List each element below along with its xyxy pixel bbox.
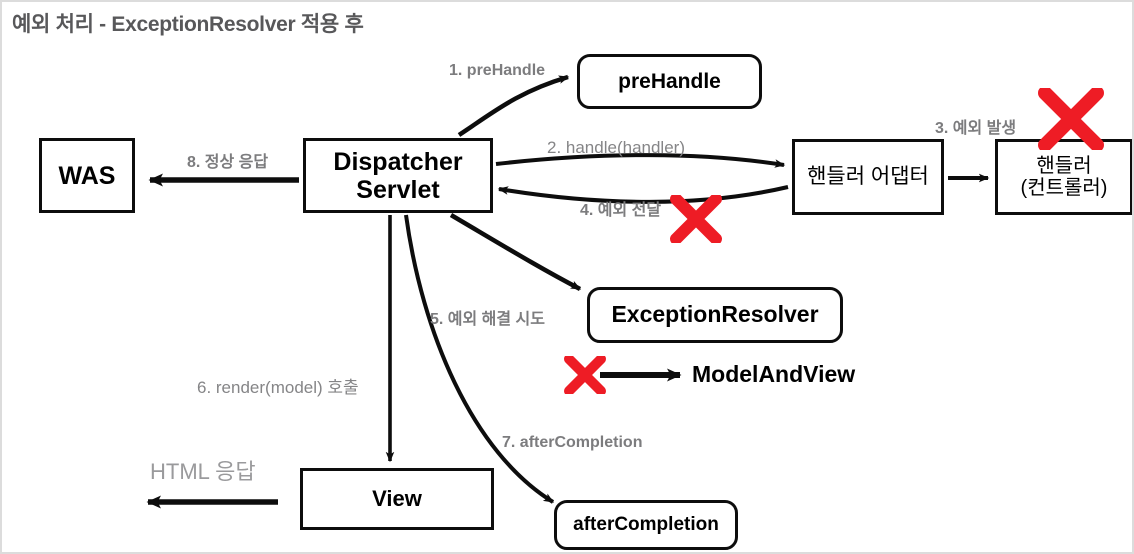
edge-label-step6: 6. render(model) 호출 bbox=[197, 378, 359, 397]
edge-label-step7: 7. afterCompletion bbox=[502, 434, 643, 451]
edge-label-step4: 4. 예외 전달 bbox=[580, 202, 662, 219]
red-x-icon-exception-delivery bbox=[670, 195, 722, 243]
node-view-label: View bbox=[372, 485, 422, 511]
edge-label-html-response: HTML 응답 bbox=[150, 459, 256, 484]
node-was-label: WAS bbox=[58, 161, 116, 190]
node-dispatcher-label-line1: Dispatcher bbox=[333, 147, 463, 176]
node-view[interactable]: View bbox=[300, 468, 494, 530]
node-after-completion[interactable]: afterCompletion bbox=[554, 500, 738, 550]
node-handler-label-line2: (컨트롤러) bbox=[1020, 177, 1108, 199]
node-exception-resolver-label: ExceptionResolver bbox=[611, 301, 819, 328]
node-handler-adapter-label: 핸들러 어댑터 bbox=[807, 165, 929, 189]
node-dispatcher-servlet[interactable]: Dispatcher Servlet bbox=[303, 138, 493, 213]
node-handler-adapter[interactable]: 핸들러 어댑터 bbox=[792, 139, 944, 215]
arrow-dispatcher-to-prehandle bbox=[457, 74, 570, 137]
edge-label-step3: 3. 예외 발생 bbox=[935, 120, 1017, 137]
arrow-dispatcher-to-aftercompletion bbox=[404, 214, 555, 504]
node-model-and-view: ModelAndView bbox=[692, 361, 856, 387]
edge-label-step5: 5. 예외 해결 시도 bbox=[430, 311, 545, 328]
edge-label-step8: 8. 정상 응답 bbox=[187, 154, 269, 171]
node-handler-label-line1: 핸들러 bbox=[1036, 154, 1092, 177]
edge-label-step2: 2. handle(handler) bbox=[547, 138, 685, 157]
node-dispatcher-label-line2: Servlet bbox=[356, 175, 440, 204]
node-prehandle-label: preHandle bbox=[618, 69, 721, 93]
page-title: 예외 처리 - ExceptionResolver 적용 후 bbox=[12, 13, 364, 36]
node-prehandle[interactable]: preHandle bbox=[577, 54, 762, 109]
node-exception-resolver[interactable]: ExceptionResolver bbox=[587, 287, 843, 343]
red-x-icon-model-and-view bbox=[564, 356, 606, 394]
arrow-dispatcher-to-resolver bbox=[449, 213, 582, 291]
node-handler-controller[interactable]: 핸들러 (컨트롤러) bbox=[995, 139, 1132, 215]
node-was[interactable]: WAS bbox=[39, 138, 135, 213]
node-after-completion-label: afterCompletion bbox=[573, 514, 719, 536]
edge-label-step1: 1. preHandle bbox=[449, 62, 546, 79]
